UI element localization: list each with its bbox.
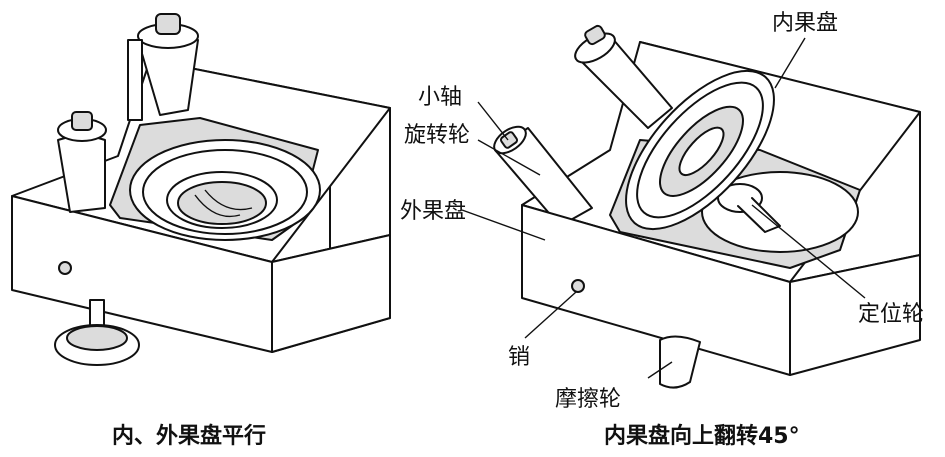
left-caption: 内、外果盘平行	[112, 423, 266, 449]
left-box-front-face	[11, 195, 273, 353]
left-small-shaft-front	[71, 111, 93, 131]
label-small-shaft: 小轴	[418, 85, 462, 110]
left-small-shaft-back	[155, 13, 181, 35]
right-inner-tray	[625, 69, 775, 231]
left-inner-tray-hatch	[194, 189, 253, 218]
leader-rotating-wheel	[477, 139, 541, 176]
label-pin: 销	[508, 345, 530, 370]
leader-pin	[524, 291, 577, 339]
label-outer-tray: 外果盘	[400, 199, 466, 224]
right-small-shaft-back	[584, 24, 606, 46]
right-inner-tray-rim-inner	[636, 81, 764, 219]
left-back-post	[127, 39, 143, 121]
leader-outer-tray	[461, 209, 546, 241]
left-inner-tray-bowl	[177, 181, 267, 225]
label-inner-tray: 内果盘	[772, 11, 838, 36]
right-figure: 内果盘 小轴 旋转轮 外果盘 定位轮 销 摩擦轮 内果盘向上翻转45°	[400, 11, 924, 449]
right-pin	[571, 279, 585, 293]
left-box-right-face	[271, 234, 391, 353]
left-outer-tray-inner-rim	[142, 149, 308, 235]
leader-friction-wheel	[647, 361, 673, 379]
left-pin	[58, 261, 72, 275]
label-positioning-wheel: 定位轮	[858, 302, 924, 327]
leader-small-shaft	[477, 101, 509, 141]
label-friction-wheel: 摩擦轮	[555, 387, 621, 412]
right-positioning-arm	[737, 197, 781, 233]
right-caption: 内果盘向上翻转45°	[604, 423, 800, 449]
leader-inner-tray	[774, 37, 806, 89]
right-inner-tray-center	[678, 126, 725, 177]
label-rotating-wheel: 旋转轮	[404, 123, 470, 148]
leader-positioning-wheel	[751, 204, 866, 299]
left-figure: 内、外果盘平行	[11, 13, 391, 449]
right-friction-wheel	[659, 335, 701, 389]
left-friction-wheel-top	[66, 325, 128, 351]
right-box-front-face	[521, 204, 791, 376]
